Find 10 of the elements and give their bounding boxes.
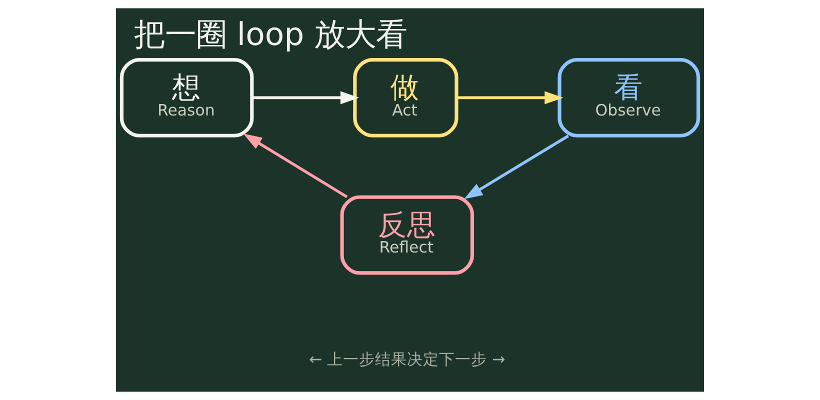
node-box: 做 Act <box>353 58 458 138</box>
label: ← 上一步结果决定下一步 → <box>308 349 506 368</box>
node-box: 看 Observe <box>558 58 700 138</box>
arrow <box>464 134 570 200</box>
node-box: 反思 Reflect <box>340 195 474 275</box>
arrow <box>456 91 564 104</box>
node-box: 想 Reason <box>120 58 254 138</box>
arrow <box>252 91 360 104</box>
arrow <box>243 134 348 198</box>
diagram-title: 把一圈 loop 放大看 <box>134 16 408 53</box>
